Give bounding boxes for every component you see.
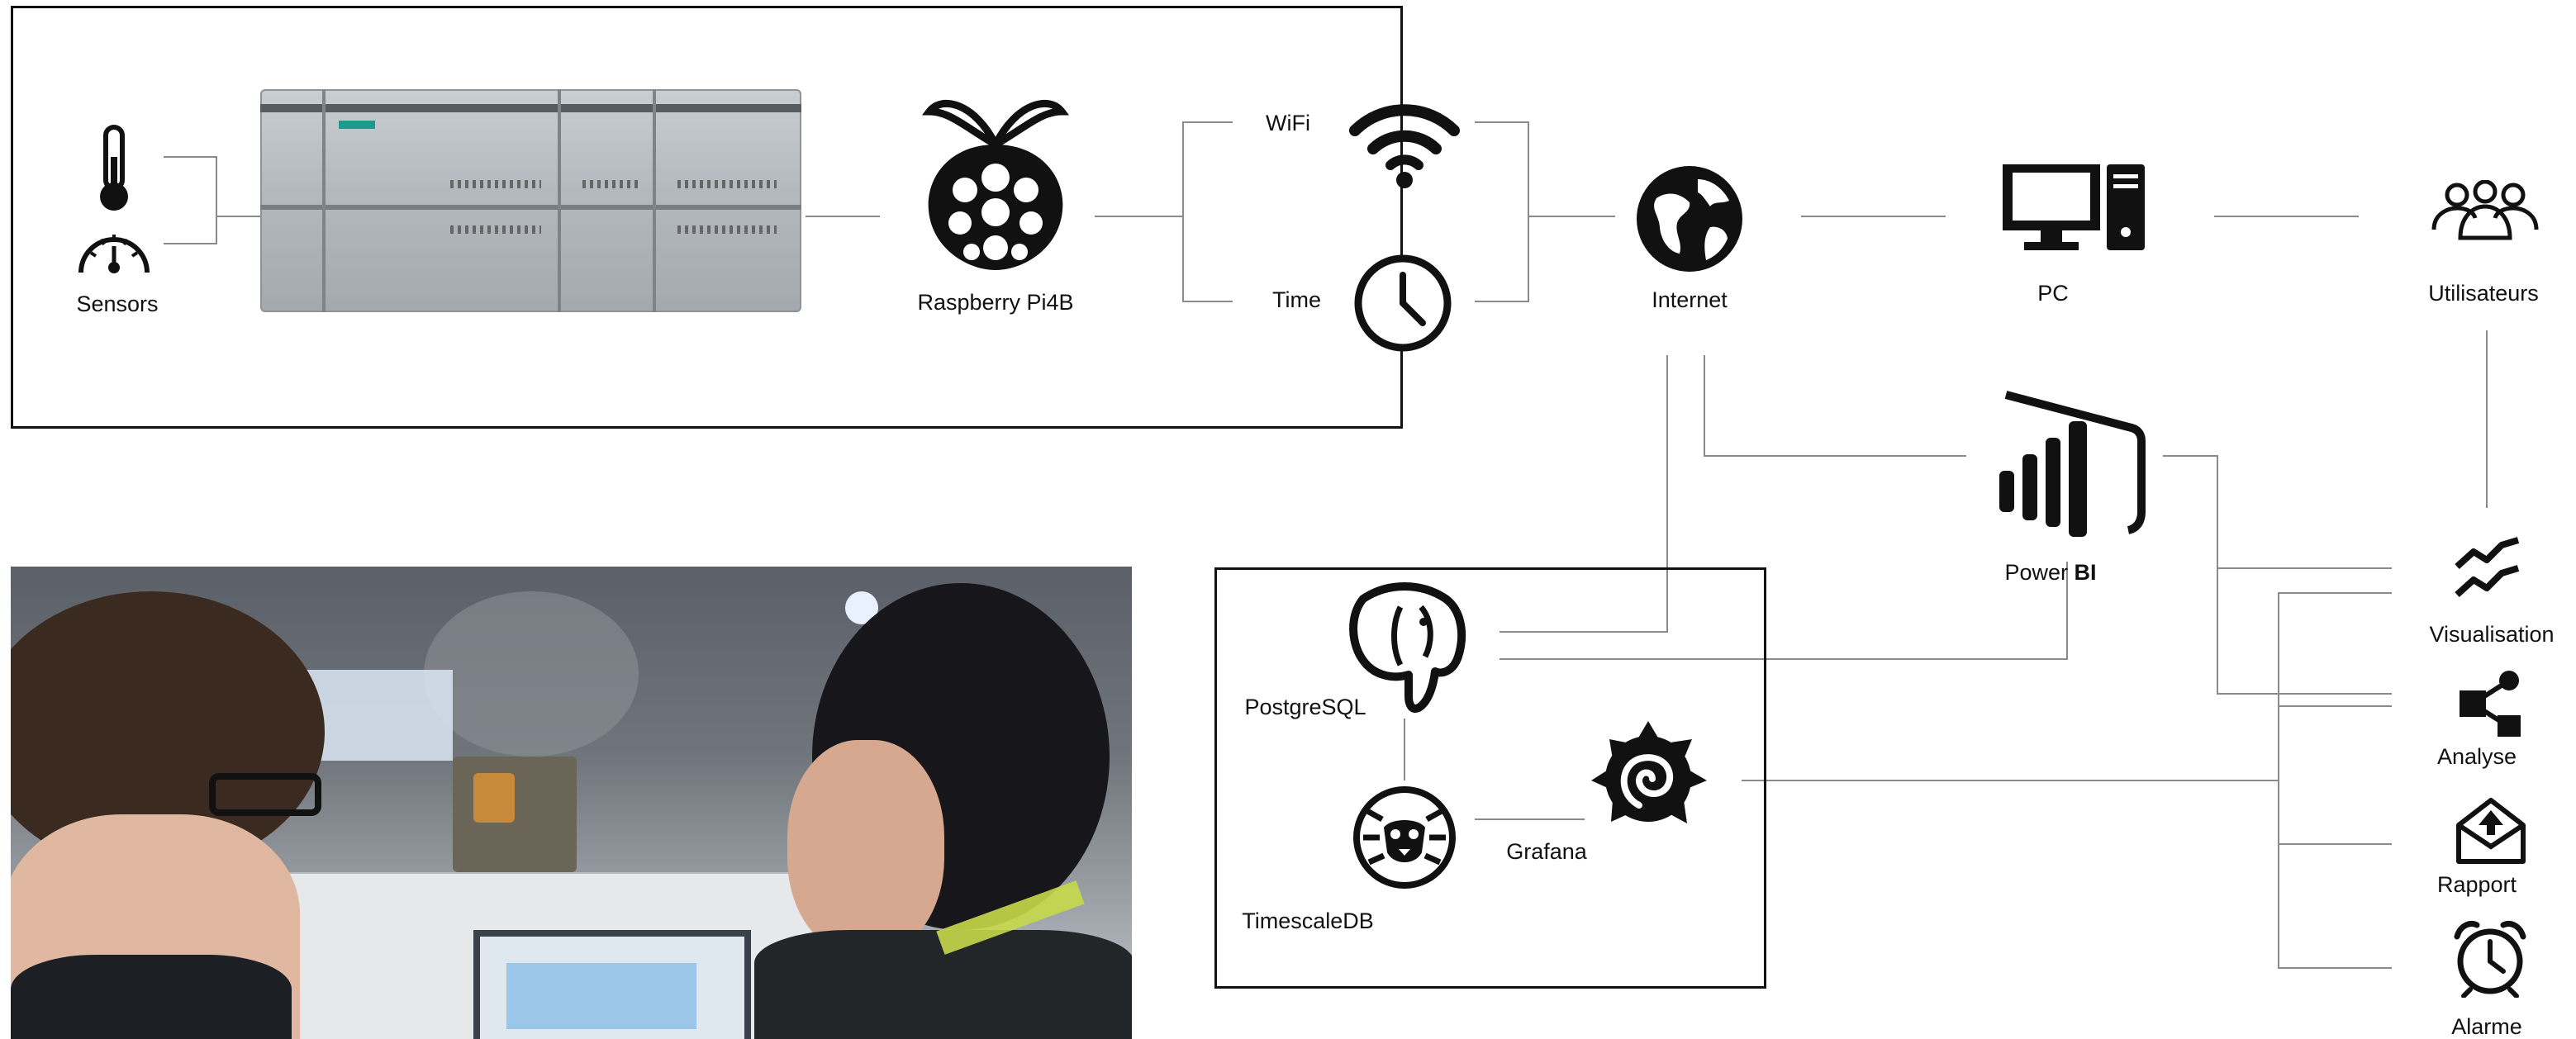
power-bi-icon <box>1999 391 2146 537</box>
postgresql-elephant-icon <box>1349 582 1466 713</box>
powerbi-label-prefix: Power <box>2004 560 2075 585</box>
timescaledb-label: TimescaleDB <box>1242 909 1374 933</box>
share-nodes-icon <box>2460 671 2521 737</box>
raspberry-label: Raspberry Pi4B <box>917 290 1074 315</box>
raspberry-pi-icon <box>921 99 1070 270</box>
visualisation-label: Visualisation <box>2429 622 2555 647</box>
factory-workers-photo <box>11 567 1132 1039</box>
timescaledb-tiger-icon <box>1353 786 1456 889</box>
grafana-icon <box>1591 721 1707 823</box>
sensors-node <box>66 124 165 289</box>
postgresql-label: PostgreSQL <box>1244 695 1366 719</box>
grafana-label: Grafana <box>1506 839 1587 864</box>
globe-icon <box>1637 166 1742 272</box>
siemens-plc-image <box>260 89 801 312</box>
wifi-icon <box>1349 104 1460 188</box>
wifi-label: WiFi <box>1266 111 1310 135</box>
pc-label: PC <box>2037 281 2069 306</box>
clock-icon <box>1354 254 1452 352</box>
database-box <box>1214 567 1766 989</box>
envelope-upload-icon <box>2456 798 2526 864</box>
users-label: Utilisateurs <box>2428 281 2539 306</box>
desktop-pc-icon <box>2003 164 2145 250</box>
powerbi-label: Power BI <box>2004 562 2096 584</box>
rapport-label: Rapport <box>2436 872 2517 897</box>
gauge-icon <box>78 235 150 273</box>
powerbi-label-bold: BI <box>2074 560 2097 585</box>
alarm-clock-icon <box>2454 921 2526 998</box>
thermometer-icon <box>100 125 128 211</box>
sensors-label: Sensors <box>76 292 159 316</box>
alarme-label: Alarme <box>2451 1014 2522 1039</box>
time-label: Time <box>1272 287 1321 312</box>
internet-label: Internet <box>1652 287 1728 312</box>
local-acquisition-box <box>11 6 1403 429</box>
analyse-label: Analyse <box>2436 744 2517 769</box>
users-icon <box>2431 180 2539 240</box>
line-chart-icon <box>2455 537 2520 597</box>
